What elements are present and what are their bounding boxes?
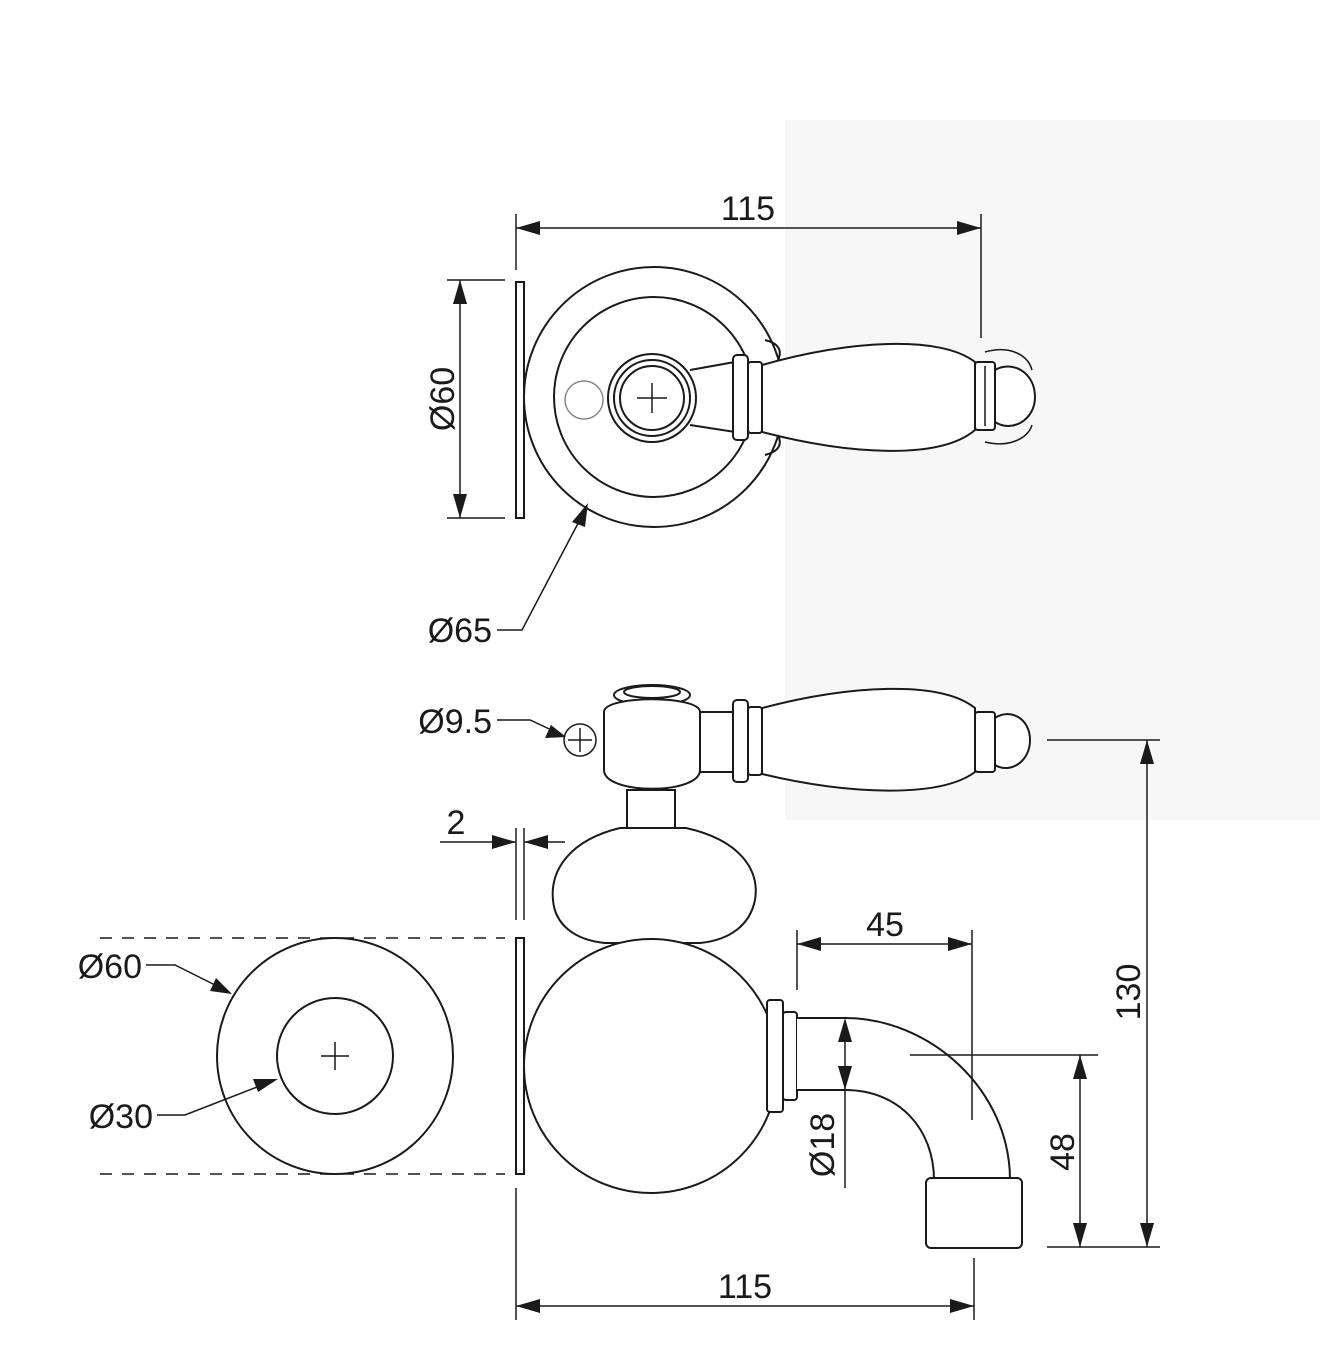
side-lever-neck (699, 711, 734, 773)
side-lever-collar-2 (747, 706, 763, 776)
dim-spout-dia-label: Ø18 (804, 1113, 842, 1177)
top-ball-arc-bottom (984, 424, 1033, 445)
side-lever-ball (994, 713, 1032, 769)
side-lever-collar-1 (732, 699, 749, 783)
dim-flange-inner-arrow (253, 1079, 278, 1092)
dim-hole-arrow (545, 725, 566, 738)
side-main-body (523, 938, 779, 1194)
dim-total-height-arrow-bottom (1140, 1223, 1154, 1247)
dim-flange-inner-label: Ø30 (89, 1098, 153, 1136)
dim-top-height-label: Ø60 (424, 367, 462, 431)
dim-bottom-width-label: 115 (718, 1268, 772, 1306)
top-lever-ball (994, 365, 1037, 427)
dim-spout-height-arrow-top (1073, 1055, 1087, 1079)
side-spout (797, 1017, 1012, 1181)
top-hole-circle (564, 380, 604, 420)
dim-total-height-arrow-top (1140, 740, 1154, 764)
dim-hole-label: Ø9.5 (418, 703, 492, 741)
top-spindle-mid (613, 359, 691, 437)
dim-top-width-arrow-right (957, 221, 981, 235)
dim-plate-arrow-left (492, 835, 516, 849)
side-upper-bonnet (551, 827, 757, 944)
top-lever-collar-2 (747, 361, 763, 434)
side-aerator (925, 1177, 1023, 1249)
dim-top-width-label: 115 (721, 190, 775, 228)
dim-spout-reach-arrow-right (948, 937, 972, 951)
side-lever-handle (761, 687, 976, 792)
side-hub-body (603, 698, 701, 790)
flange-inner-circle (276, 997, 394, 1115)
top-lever-handle (761, 342, 976, 452)
side-spout-collar-1 (766, 999, 784, 1113)
flange-outer-circle (216, 937, 454, 1175)
dim-spout-height-arrow-bottom (1073, 1223, 1087, 1247)
dim-flange-outer-leader (146, 964, 226, 991)
dim-spout-reach-arrow-left (797, 937, 821, 951)
flange-view: Ø60 Ø30 (78, 937, 505, 1175)
dim-top-flange-arrow (572, 503, 588, 527)
dim-top-flange-leader (497, 509, 586, 631)
dim-spout-height-label: 48 (1044, 1133, 1082, 1171)
top-view: 115 Ø60 Ø65 (424, 190, 1037, 650)
dim-plate-arrow-right (524, 835, 548, 849)
top-lug-lower (764, 434, 781, 456)
top-spindle-inner (619, 365, 685, 431)
dim-flange-outer-label: Ø60 (78, 948, 142, 986)
top-lug-upper (764, 339, 781, 361)
top-lever-collar-1 (732, 354, 749, 441)
side-spout-collar-2 (782, 1011, 798, 1101)
dim-plate-label: 2 (447, 804, 466, 842)
dim-top-height-arrow-bottom (453, 494, 467, 518)
dim-spout-dia-arrow-top (838, 1018, 852, 1042)
side-view: 2 Ø9.5 45 Ø18 48 130 (418, 684, 1160, 1320)
dim-spout-reach-label: 45 (866, 906, 904, 944)
dim-bottom-width-arrow-right (950, 1299, 974, 1313)
dim-total-height-label: 130 (1110, 964, 1148, 1021)
side-wall-plate (515, 937, 525, 1175)
side-hub-top-inner (623, 685, 681, 699)
dim-spout-dia-arrow-bottom (838, 1066, 852, 1090)
side-stem (626, 789, 676, 831)
dim-flange-outer-arrow (210, 978, 232, 994)
dim-top-width-arrow-left (516, 221, 540, 235)
dim-top-flange-label: Ø65 (428, 612, 492, 650)
side-lever-endcap (974, 711, 996, 773)
dim-bottom-width-arrow-left (516, 1299, 540, 1313)
top-ball-arc-top (984, 349, 1033, 371)
side-hole-circle (563, 723, 597, 757)
dim-flange-inner-leader (157, 1081, 271, 1116)
top-wall-plate (515, 281, 525, 519)
dim-top-height-arrow-top (453, 280, 467, 304)
